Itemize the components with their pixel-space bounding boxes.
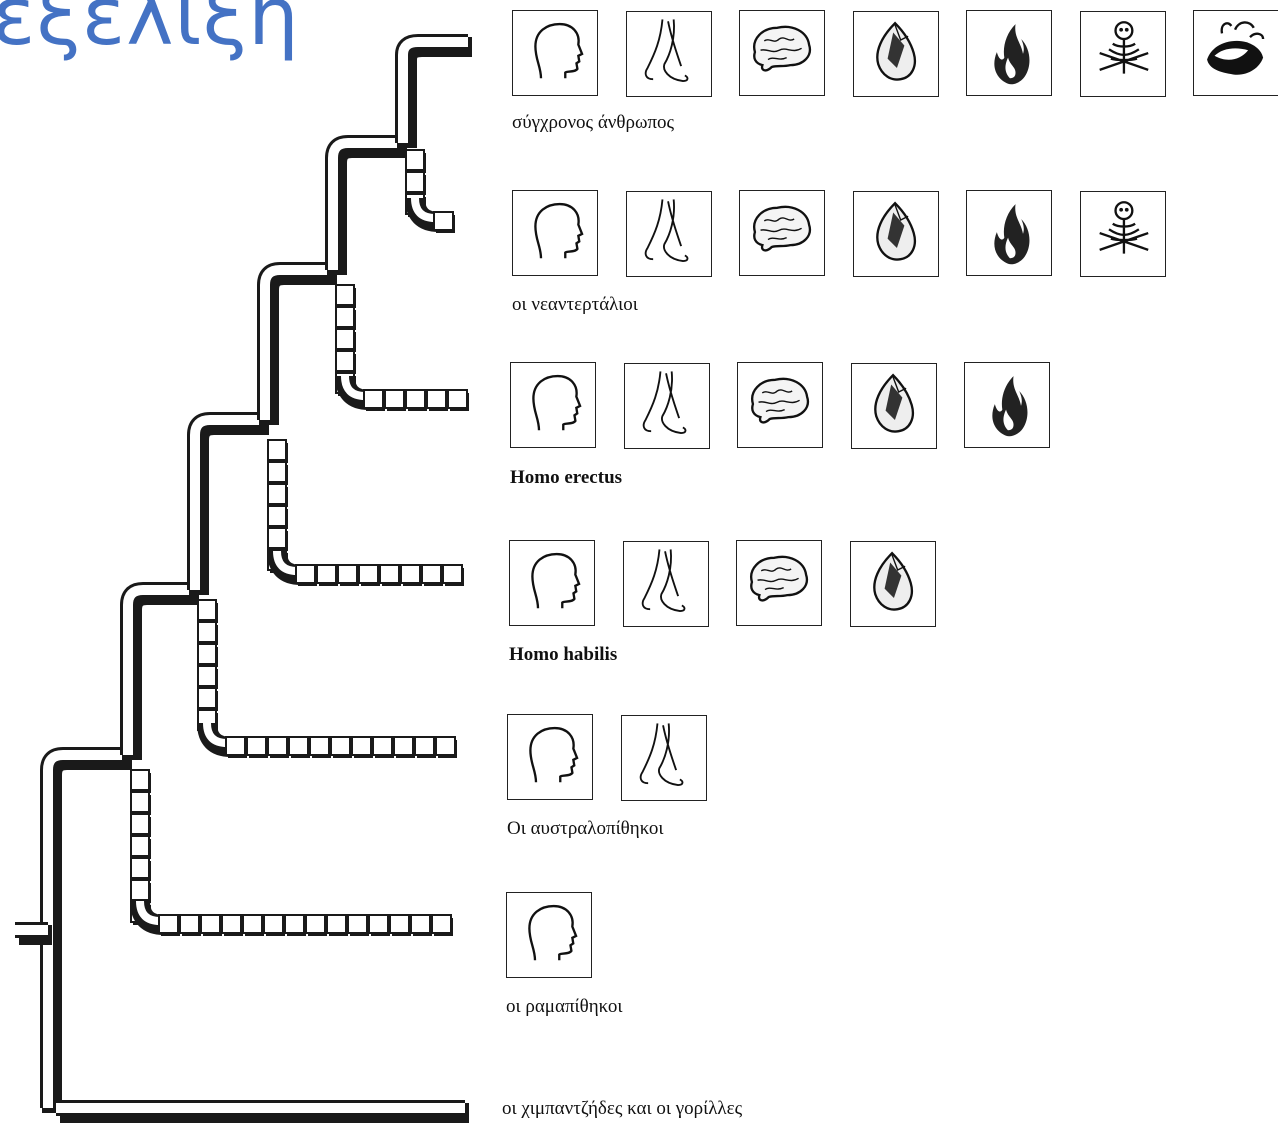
brain-icon — [737, 362, 823, 448]
species-label: Οι αυστραλοπίθηκοι — [507, 818, 664, 839]
species-label: σύγχρονος άνθρωπος — [512, 112, 675, 133]
head-icon — [509, 540, 595, 626]
skeleton-icon — [1079, 191, 1166, 277]
branch-erectus — [335, 284, 469, 411]
art-icon — [1193, 10, 1278, 96]
head-icon — [512, 190, 598, 276]
head-icon — [512, 10, 598, 96]
species-label: οι ραμαπίθηκοι — [506, 996, 623, 1017]
skeleton-icon — [1079, 11, 1166, 97]
root-stub — [15, 922, 52, 945]
head-icon — [506, 892, 592, 978]
branch-australopithecus — [197, 599, 457, 758]
branch-neanderthal — [405, 149, 455, 233]
species-label: οι νεαντερτάλιοι — [512, 294, 638, 315]
trunk-6 — [395, 34, 472, 148]
legs-icon — [622, 541, 709, 627]
fire-icon — [966, 190, 1052, 276]
head-icon — [510, 362, 596, 448]
legs-icon — [623, 363, 710, 449]
species-label: οι χιμπαντζήδες και οι γορίλλες — [502, 1098, 743, 1119]
trunk-5 — [325, 135, 407, 275]
stone-tool-icon — [850, 363, 937, 449]
branch-chimps — [56, 1100, 469, 1123]
branch-ramapithecus — [130, 769, 453, 936]
trunk-3 — [187, 412, 269, 595]
brain-icon — [739, 10, 825, 96]
branch-habilis — [267, 439, 464, 586]
legs-icon — [620, 715, 707, 801]
trunk-4 — [257, 262, 337, 425]
brain-icon — [739, 190, 825, 276]
stone-tool-icon — [849, 541, 936, 627]
trunk-2 — [120, 582, 199, 760]
stone-tool-icon — [852, 191, 939, 277]
fire-icon — [964, 362, 1050, 448]
head-icon — [507, 714, 593, 800]
legs-icon — [625, 11, 712, 97]
brain-icon — [736, 540, 822, 626]
legs-icon — [625, 191, 712, 277]
fire-icon — [966, 10, 1052, 96]
species-label: Homo erectus — [510, 467, 623, 488]
page-title: εξέλιξη — [0, 0, 300, 63]
species-label: Homo habilis — [509, 644, 618, 665]
trunk-lower — [40, 747, 132, 1113]
stone-tool-icon — [852, 11, 939, 97]
